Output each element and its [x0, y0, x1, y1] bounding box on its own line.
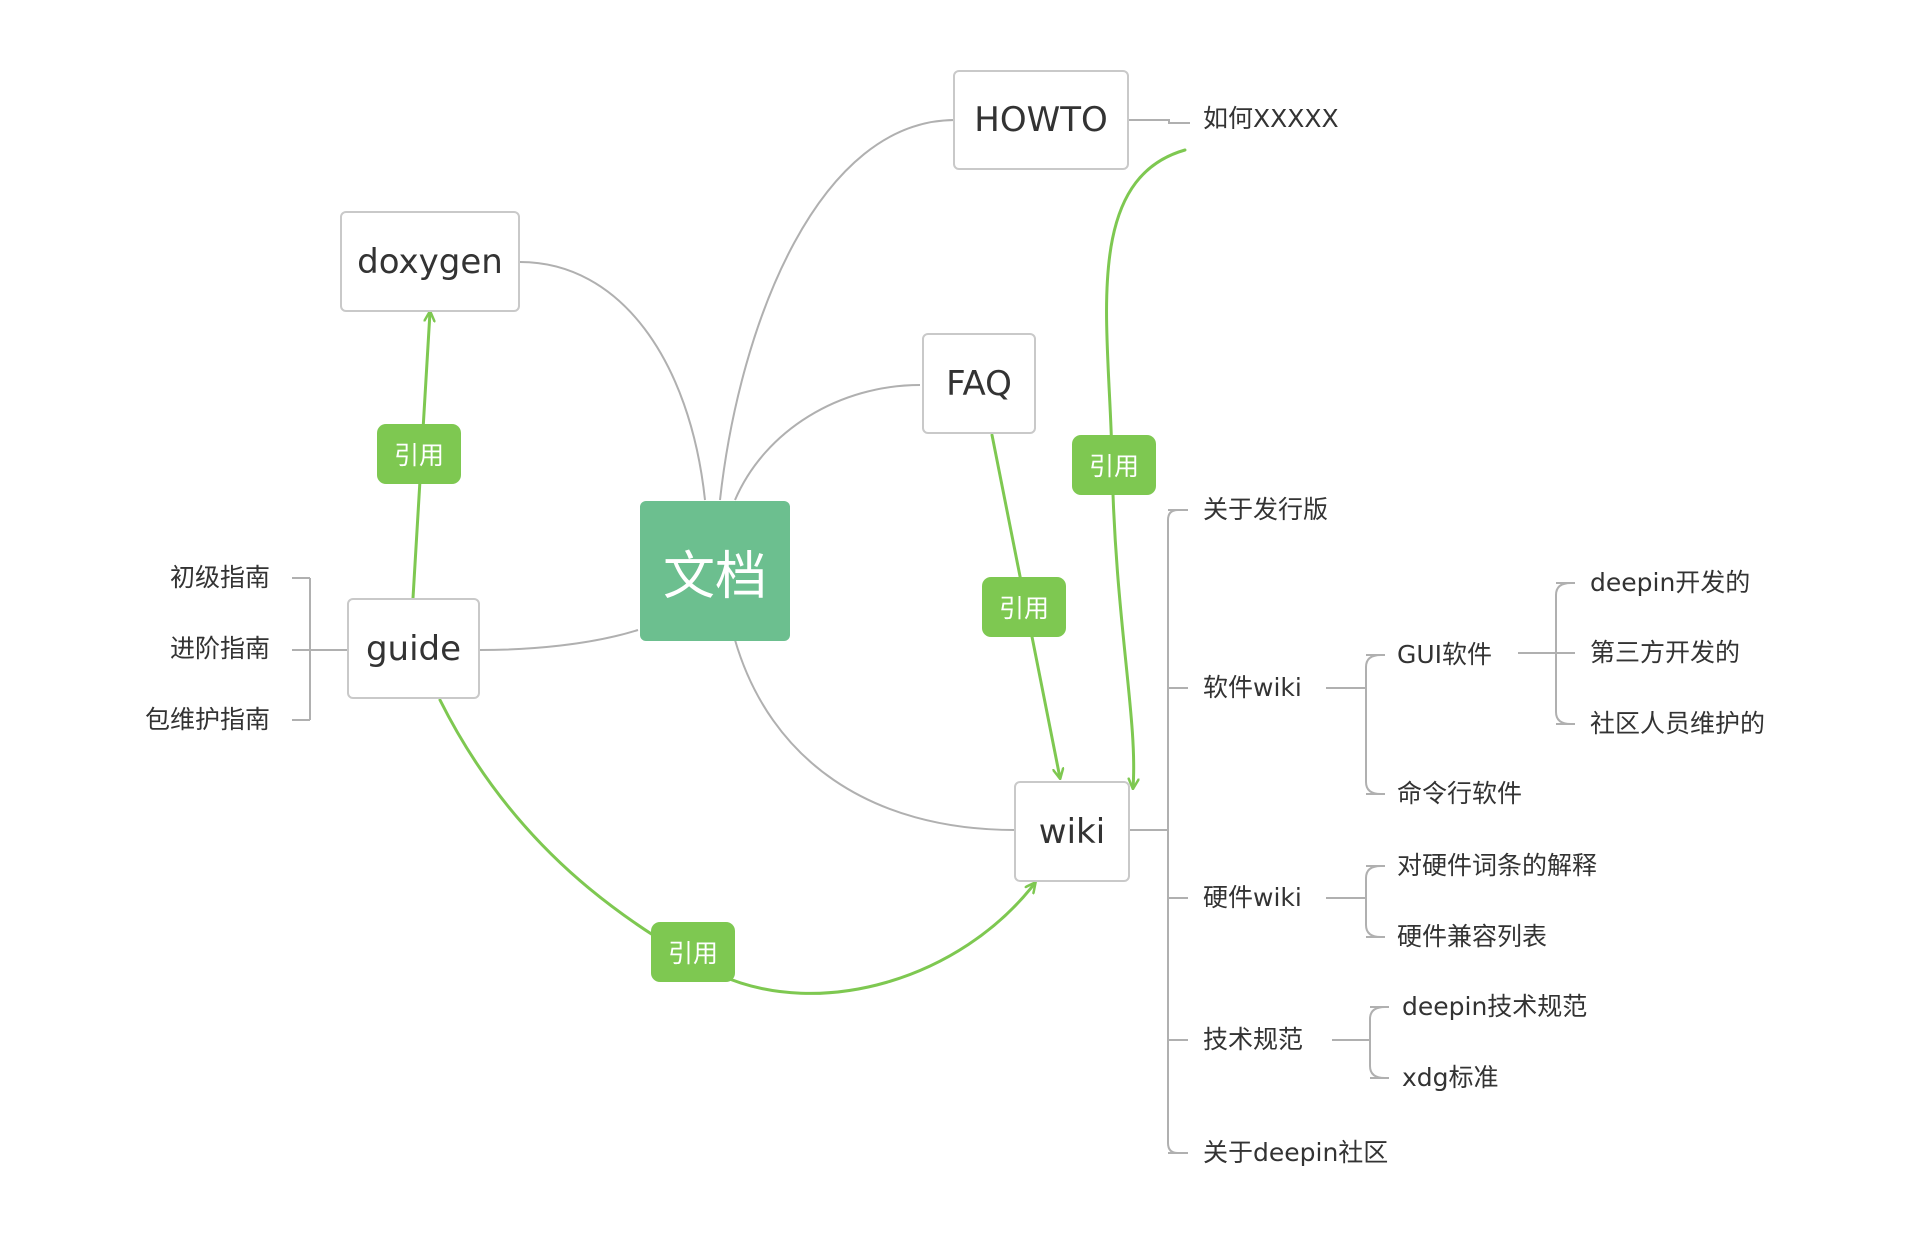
link-howto-child: [1129, 119, 1190, 124]
spec-child-xdg: xdg标准: [1402, 1063, 1499, 1092]
central-topic-label: 文档: [662, 546, 767, 607]
node-doxygen[interactable]: doxygen: [340, 211, 520, 312]
gui-child-community: 社区人员维护的: [1590, 709, 1766, 738]
link-center-doxygen: [519, 261, 706, 501]
wiki-child-tech-spec: 技术规范: [1203, 1025, 1304, 1054]
link-center-howto: [719, 119, 956, 501]
guide-child-advanced: 进阶指南: [169, 634, 270, 663]
wiki-child-about-community: 关于deepin社区: [1203, 1138, 1389, 1167]
spec-child-deepin: deepin技术规范: [1402, 992, 1588, 1021]
link-center-wiki: [734, 639, 1016, 831]
node-faq-label: FAQ: [946, 363, 1012, 404]
hardware-bracket: [1326, 865, 1385, 938]
guide-child-packaging: 包维护指南: [144, 705, 270, 734]
hardware-child-compat: 硬件兼容列表: [1397, 922, 1548, 951]
software-child-gui: GUI软件: [1397, 640, 1493, 669]
relation-tag-howto-wiki-label: 引用: [1088, 452, 1139, 481]
node-wiki[interactable]: wiki: [1014, 781, 1130, 882]
gui-child-third-party: 第三方开发的: [1590, 638, 1741, 667]
wiki-child-software: 软件wiki: [1203, 673, 1302, 702]
relation-tag-guide-doxygen[interactable]: 引用: [377, 424, 461, 484]
relation-tag-guide-wiki-label: 引用: [667, 939, 718, 968]
link-center-faq: [734, 384, 921, 501]
relation-tag-howto-wiki[interactable]: 引用: [1072, 435, 1156, 495]
node-guide-label: guide: [365, 628, 462, 669]
hardware-child-terms: 对硬件词条的解释: [1397, 851, 1598, 880]
wiki-child-hardware: 硬件wiki: [1203, 883, 1302, 912]
relation-tag-faq-wiki[interactable]: 引用: [982, 577, 1066, 637]
node-faq[interactable]: FAQ: [922, 333, 1036, 434]
relation-tag-faq-wiki-label: 引用: [998, 594, 1049, 623]
node-guide[interactable]: guide: [347, 598, 480, 699]
link-center-guide: [479, 629, 639, 651]
howto-child-label: 如何XXXXX: [1203, 104, 1339, 133]
software-child-cli: 命令行软件: [1397, 779, 1523, 808]
relation-guide-wiki: [438, 698, 1035, 995]
spec-bracket: [1332, 1006, 1389, 1079]
node-howto-label: HOWTO: [974, 100, 1108, 140]
wiki-bracket: [1167, 509, 1188, 1154]
wiki-child-about-release: 关于发行版: [1203, 495, 1329, 524]
relation-tag-guide-doxygen-label: 引用: [393, 441, 444, 470]
software-bracket: [1326, 654, 1385, 795]
guide-child-basic: 初级指南: [169, 563, 270, 592]
node-doxygen-label: doxygen: [357, 241, 503, 282]
node-howto[interactable]: HOWTO: [953, 70, 1129, 170]
gui-child-deepin: deepin开发的: [1590, 568, 1751, 597]
node-wiki-label: wiki: [1038, 811, 1106, 852]
gui-bracket: [1518, 582, 1575, 725]
guide-bracket: [292, 577, 347, 721]
central-topic[interactable]: 文档: [640, 501, 790, 641]
relation-tag-guide-wiki[interactable]: 引用: [651, 922, 735, 982]
